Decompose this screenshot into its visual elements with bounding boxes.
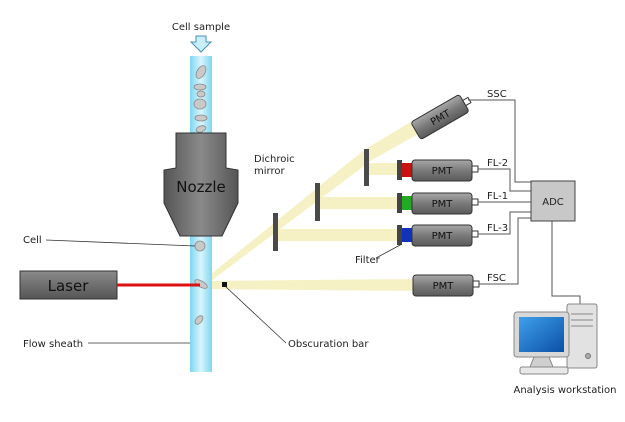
computer-workstation-icon	[513, 303, 598, 375]
pmt-label: PMT	[432, 166, 454, 177]
dichroic-mirror-label-line1: Dichroic	[254, 154, 295, 165]
dichroic-mirrors	[273, 149, 369, 251]
filter-holder	[397, 225, 402, 245]
channel-label-fl1: FL-1	[487, 191, 508, 202]
wire-fsc	[479, 217, 531, 285]
nozzle-label: Nozzle	[176, 178, 226, 196]
filter-holder	[397, 160, 402, 180]
analysis-workstation-label: Analysis workstation	[514, 385, 617, 396]
light-path-to-mirrors	[200, 150, 372, 287]
pmt-fl3: PMT	[411, 224, 479, 247]
wire-fl2	[478, 168, 531, 192]
dichroic-mirror	[273, 213, 278, 251]
pmt-connector	[471, 165, 479, 173]
sample-cell	[195, 125, 207, 133]
wire-ssc	[468, 99, 531, 183]
filter-fl2	[402, 163, 412, 177]
light-path-fl2	[366, 163, 400, 175]
cell-interrogated	[194, 279, 208, 289]
pmt-label: PMT	[432, 199, 454, 210]
laser-label: Laser	[48, 277, 90, 295]
channel-label-fsc: FSC	[487, 273, 506, 284]
laser-body	[19, 270, 118, 300]
obscuration-bar	[222, 282, 227, 287]
light-path-fl3	[277, 229, 400, 241]
monitor-stand	[529, 356, 554, 368]
light-path-fsc	[202, 279, 415, 291]
adc: ADC	[530, 180, 576, 222]
sample-cell	[196, 90, 206, 98]
cell-label: Cell	[23, 235, 42, 246]
channel-label-fl2: FL-2	[487, 158, 508, 169]
optical-filters	[397, 160, 412, 245]
callout-obscuration-bar	[225, 286, 287, 344]
callout-cell	[45, 239, 196, 247]
filter-holder	[397, 193, 402, 213]
pmt-label: PMT	[432, 231, 454, 242]
pmt-connector	[471, 198, 479, 206]
light-path-fl1	[318, 197, 400, 209]
adc-label: ADC	[542, 197, 564, 208]
sample-cell	[193, 98, 207, 110]
pmt-fl1: PMT	[411, 192, 479, 215]
channel-label-ssc: SSC	[487, 89, 507, 100]
obscuration-bar-label: Obscuration bar	[288, 339, 369, 350]
pmt-fsc: PMT	[412, 274, 480, 297]
pmt-ssc: PMT	[411, 94, 472, 140]
tower-button	[585, 353, 591, 359]
flow-sheath-label: Flow sheath	[23, 339, 83, 350]
scatter-light-paths	[200, 120, 420, 291]
sample-cell	[195, 65, 207, 79]
adc-box	[530, 180, 576, 222]
dichroic-mirror-label-line2: mirror	[254, 166, 285, 177]
sample-cell	[194, 114, 208, 122]
cell-sample-label: Cell sample	[172, 22, 230, 33]
channel-label-fl3: FL-3	[487, 223, 508, 234]
pmt-connector	[472, 280, 480, 288]
sample-inlet-arrow-icon	[189, 35, 213, 53]
keyboard	[519, 366, 569, 375]
nozzle-body	[163, 132, 239, 237]
laser: Laser	[19, 270, 200, 300]
cell-downstream	[194, 315, 204, 325]
callouts	[45, 239, 403, 344]
dichroic-mirror	[364, 149, 369, 186]
pmt-label: PMT	[433, 281, 455, 292]
sample-cell	[193, 83, 207, 91]
cell	[194, 240, 206, 252]
light-path-ssc	[364, 120, 420, 160]
monitor-screen	[519, 317, 564, 352]
filter-fl3	[402, 228, 412, 242]
callout-filter	[375, 243, 403, 259]
nozzle: Nozzle	[163, 132, 239, 237]
sample-cells	[193, 65, 208, 133]
pmt-fl2: PMT	[411, 159, 479, 182]
signal-wires	[468, 99, 581, 306]
wire-adc-workstation	[551, 221, 581, 306]
filter-fl1	[402, 196, 412, 210]
filter-label: Filter	[355, 255, 381, 266]
pmt-connector	[471, 230, 479, 238]
wire-fl3	[478, 211, 531, 235]
dichroic-mirror	[315, 183, 320, 221]
